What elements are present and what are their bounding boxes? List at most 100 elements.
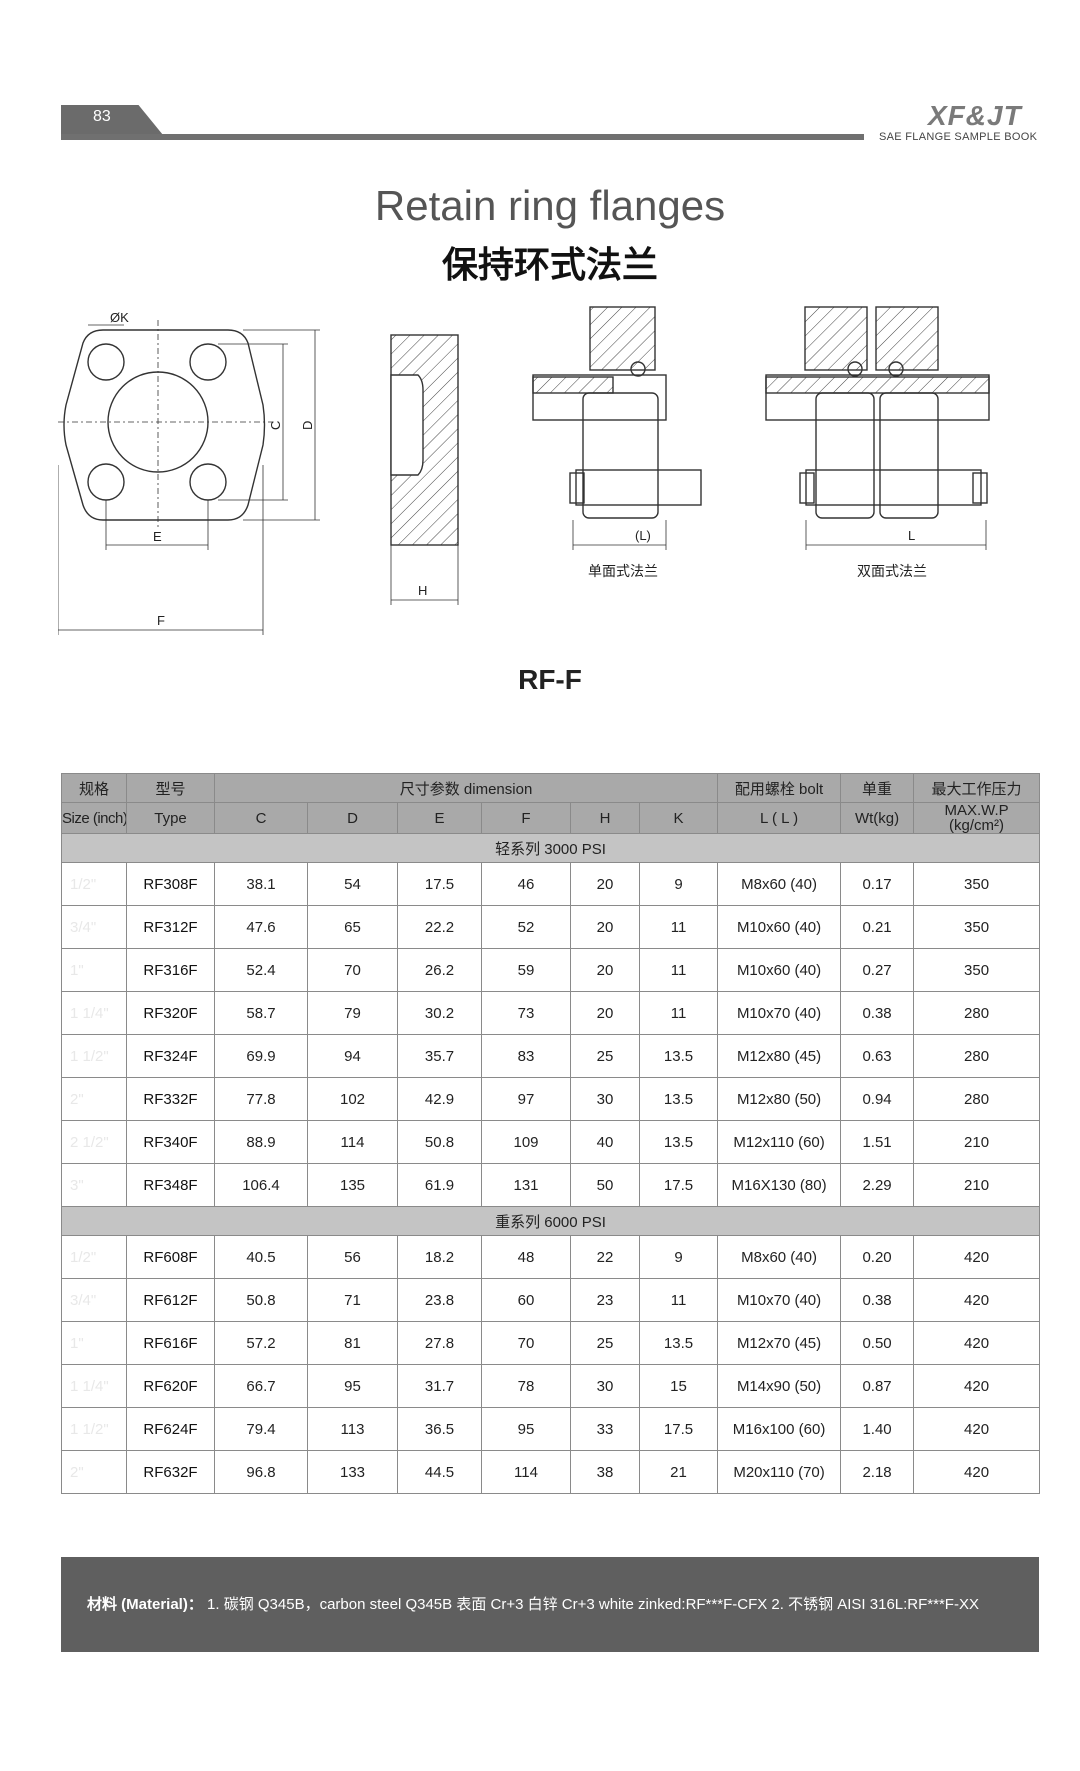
- header-wp-cn: 最大工作压力: [913, 773, 1041, 803]
- cell-wp: 420: [913, 1278, 1041, 1322]
- header-size-cn: 规格: [61, 773, 127, 803]
- header-e: E: [397, 802, 482, 834]
- cell-f: 70: [481, 1321, 571, 1365]
- cell-size: 1/2": [61, 1235, 127, 1279]
- cell-type: RF332F: [126, 1077, 215, 1121]
- header-k: K: [638, 802, 719, 834]
- cell-wp: 420: [913, 1450, 1041, 1494]
- cell-c: 47.6: [214, 905, 308, 949]
- cell-type: RF632F: [126, 1450, 215, 1494]
- cell-k: 21: [638, 1450, 719, 1494]
- header-h: H: [570, 802, 640, 834]
- cell-f: 48: [481, 1235, 571, 1279]
- cell-type: RF608F: [126, 1235, 215, 1279]
- cell-e: 30.2: [397, 991, 482, 1035]
- cell-bolt: M8x60 (40): [717, 1235, 842, 1279]
- cell-e: 35.7: [397, 1034, 482, 1078]
- cell-size: 1 1/4": [61, 991, 127, 1035]
- cell-d: 56: [307, 1235, 398, 1279]
- cell-type: RF624F: [126, 1407, 215, 1451]
- cell-wp: 350: [913, 905, 1041, 949]
- header-rule: [61, 134, 864, 140]
- cell-wt: 0.21: [840, 905, 915, 949]
- cell-wt: 0.63: [840, 1034, 915, 1078]
- cell-h: 25: [570, 1321, 640, 1365]
- cell-c: 50.8: [214, 1278, 308, 1322]
- cell-d: 71: [307, 1278, 398, 1322]
- cell-d: 54: [307, 862, 398, 906]
- section-header-row: 轻系列 3000 PSI: [60, 833, 1041, 863]
- cell-size: 2": [61, 1450, 127, 1494]
- header-weight-cn: 单重: [840, 773, 915, 803]
- cell-e: 61.9: [397, 1163, 482, 1207]
- title-english: Retain ring flanges: [374, 182, 726, 229]
- cell-wp: 210: [913, 1163, 1041, 1207]
- dim-label-f: F: [157, 613, 165, 628]
- header-type-cn: 型号: [126, 773, 215, 803]
- cell-d: 95: [307, 1364, 398, 1408]
- cell-k: 13.5: [638, 1034, 719, 1078]
- cell-wp: 420: [913, 1321, 1041, 1365]
- flange-front-view: [58, 320, 320, 635]
- cell-size: 2": [61, 1077, 127, 1121]
- model-code: RF-F: [518, 664, 582, 695]
- cell-size: 3": [61, 1163, 127, 1207]
- cell-wp: 280: [913, 1034, 1041, 1078]
- cell-d: 135: [307, 1163, 398, 1207]
- cell-h: 33: [570, 1407, 640, 1451]
- cell-f: 59: [481, 948, 571, 992]
- cell-type: RF324F: [126, 1034, 215, 1078]
- cell-c: 79.4: [214, 1407, 308, 1451]
- table-header-row-en: Size (inch) Type C D E F H K L ( L ) Wt(…: [61, 802, 1041, 834]
- cell-bolt: M16X130 (80): [717, 1163, 842, 1207]
- page-number: 83: [93, 108, 111, 125]
- cell-c: 96.8: [214, 1450, 308, 1494]
- cell-size: 1": [61, 948, 127, 992]
- cell-k: 13.5: [638, 1077, 719, 1121]
- cell-c: 106.4: [214, 1163, 308, 1207]
- cell-h: 30: [570, 1364, 640, 1408]
- cell-wt: 0.38: [840, 991, 915, 1035]
- flange-section-view: [390, 334, 459, 605]
- cell-k: 11: [638, 1278, 719, 1322]
- cell-d: 113: [307, 1407, 398, 1451]
- cell-e: 17.5: [397, 862, 482, 906]
- material-label: 材料 (Material)：: [87, 1596, 203, 1613]
- cell-bolt: M12x80 (45): [717, 1034, 842, 1078]
- cell-wt: 1.51: [840, 1120, 915, 1164]
- cell-size: 1": [61, 1321, 127, 1365]
- cell-size: 1 1/2": [61, 1407, 127, 1451]
- cell-wt: 0.27: [840, 948, 915, 992]
- header-bolt-cn: 配用螺栓 bolt: [717, 773, 842, 803]
- cell-wt: 0.87: [840, 1364, 915, 1408]
- cell-f: 52: [481, 905, 571, 949]
- cell-type: RF312F: [126, 905, 215, 949]
- dim-label-k: ØK: [110, 310, 129, 325]
- header-wp-line1: MAX.W.P: [944, 802, 1009, 819]
- header-weight-en: Wt(kg): [840, 802, 915, 834]
- header-c: C: [214, 802, 308, 834]
- cell-type: RF320F: [126, 991, 215, 1035]
- cell-bolt: M14x90 (50): [717, 1364, 842, 1408]
- cell-bolt: M16x100 (60): [717, 1407, 842, 1451]
- cell-f: 60: [481, 1278, 571, 1322]
- cell-k: 11: [638, 991, 719, 1035]
- cell-c: 88.9: [214, 1120, 308, 1164]
- cell-k: 13.5: [638, 1120, 719, 1164]
- cell-d: 79: [307, 991, 398, 1035]
- header-d: D: [307, 802, 398, 834]
- cell-h: 22: [570, 1235, 640, 1279]
- cell-wt: 1.40: [840, 1407, 915, 1451]
- cell-h: 20: [570, 948, 640, 992]
- double-face-assembly: [765, 306, 990, 550]
- header-dimension-cn: 尺寸参数 dimension: [213, 773, 719, 803]
- cell-wt: 0.17: [840, 862, 915, 906]
- dim-label-l-paren: (L): [635, 528, 651, 543]
